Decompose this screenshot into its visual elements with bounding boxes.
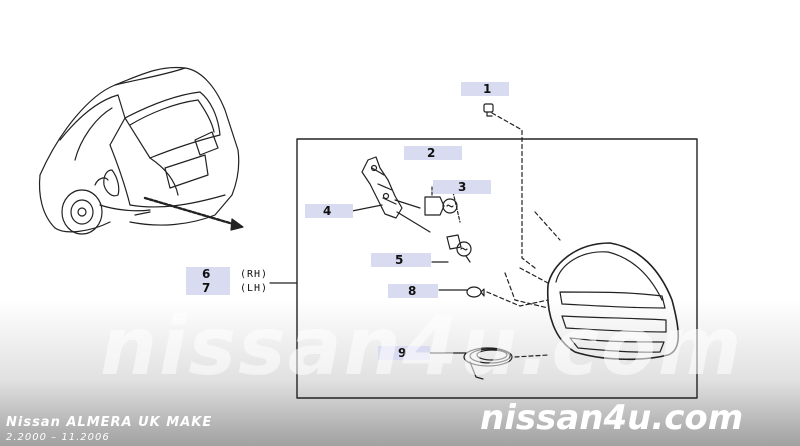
part-5-bulb xyxy=(446,234,472,263)
footer-make: Nissan ALMERA UK MAKE xyxy=(6,415,213,430)
callout-4[interactable]: 4 xyxy=(305,204,353,218)
callout-2-label: 2 xyxy=(427,146,436,160)
callout-4-label: 4 xyxy=(323,204,332,218)
callout-1-label: 1 xyxy=(483,82,492,96)
callout-5[interactable]: 5 xyxy=(371,253,431,267)
part-8-grommet xyxy=(466,286,485,298)
callout-8-label: 8 xyxy=(408,284,417,298)
part-9-seal xyxy=(463,347,549,380)
callout-3[interactable]: 3 xyxy=(433,180,491,194)
callout-2[interactable]: 2 xyxy=(404,146,462,160)
part-1-clip xyxy=(483,103,494,117)
part-4-socket xyxy=(361,156,431,233)
callout-6[interactable]: 6 xyxy=(186,267,230,281)
part-2-bulb xyxy=(424,186,458,216)
watermark-center: nissan4u.com xyxy=(100,300,744,393)
callout-7[interactable]: 7 xyxy=(186,281,230,295)
callout-9-label: 9 xyxy=(398,346,407,360)
footer-brand[interactable]: nissan4u.com xyxy=(480,398,744,438)
rear-lamp-assembly xyxy=(519,211,680,361)
callout-9[interactable]: 9 xyxy=(378,346,430,360)
callout-1[interactable]: 1 xyxy=(461,82,509,96)
footer-dates: 2.2000 – 11.2006 xyxy=(6,432,110,443)
side-label-rh: (RH) xyxy=(240,269,269,280)
callout-3-label: 3 xyxy=(458,180,467,194)
callout-7-label: 7 xyxy=(202,281,211,295)
callout-6-label: 6 xyxy=(202,267,211,281)
car-rear-view xyxy=(38,66,240,235)
callout-8[interactable]: 8 xyxy=(388,284,438,298)
side-label-lh: (LH) xyxy=(240,283,269,294)
footer-gradient xyxy=(0,300,800,446)
callout-5-label: 5 xyxy=(395,253,404,267)
